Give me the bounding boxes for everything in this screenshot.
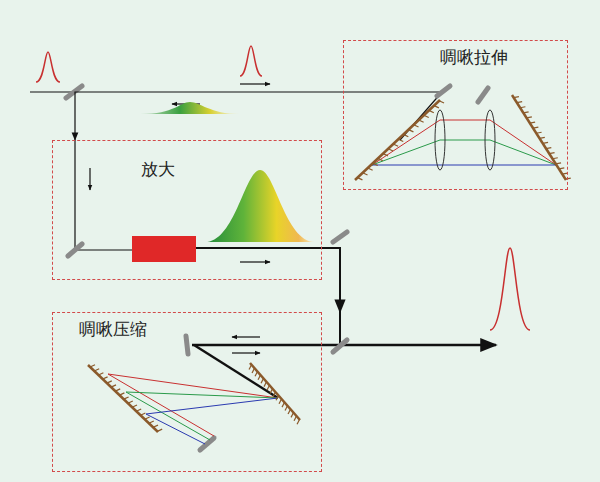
grating-tooth	[546, 147, 551, 149]
amplifier-box: 放大	[52, 140, 322, 280]
stretcher-box: 啁啾拉伸	[343, 40, 568, 190]
grating-tooth	[393, 144, 398, 146]
beam-lines	[30, 92, 496, 398]
grating-tooth	[520, 106, 525, 108]
grating-tooth	[115, 389, 120, 391]
grating-tooth	[414, 125, 419, 127]
grating-tooth	[145, 417, 150, 419]
grating-tooth	[149, 421, 154, 423]
grating-tooth	[249, 365, 251, 370]
grating-tooth	[398, 139, 403, 141]
gain-medium	[132, 236, 196, 262]
grating-tooth	[556, 162, 561, 164]
grating-tooth	[276, 395, 278, 400]
grating-tooth	[258, 375, 260, 380]
grating-line	[250, 363, 300, 420]
grating-line	[512, 95, 566, 180]
grating-tooth	[267, 385, 269, 390]
grating-tooth	[378, 158, 383, 160]
grating-tooth	[388, 149, 393, 151]
grating-tooth	[549, 152, 554, 154]
box-heading: 啁啾拉伸	[440, 47, 508, 67]
grating-tooth	[157, 429, 162, 431]
box-heading: 啁啾压缩	[79, 319, 147, 339]
grating-tooth	[409, 130, 414, 132]
grating-tooth	[120, 393, 125, 395]
grating-tooth	[132, 405, 137, 407]
grating-tooth	[517, 101, 522, 103]
grating-tooth	[368, 168, 373, 170]
grating-tooth	[523, 111, 528, 113]
grating-tooth	[297, 419, 299, 424]
grating-tooth	[103, 377, 108, 379]
compressor-box: 啁啾压缩	[52, 312, 322, 472]
gratings	[88, 95, 571, 432]
grating-tooth	[403, 134, 408, 136]
grating-tooth	[358, 178, 363, 180]
grating-tooth	[282, 402, 284, 407]
grating-tooth	[288, 409, 290, 414]
grating-tooth	[255, 372, 257, 377]
grating-tooth	[291, 413, 293, 418]
grating-line	[88, 365, 158, 432]
grating-tooth	[562, 172, 567, 174]
grating-tooth	[153, 425, 158, 427]
grating-tooth	[128, 401, 133, 403]
beam-path	[322, 248, 340, 312]
grating-tooth	[424, 115, 429, 117]
grating-tooth	[99, 373, 104, 375]
grating-tooth	[514, 96, 519, 98]
grating-tooth	[565, 178, 570, 180]
pulses	[36, 46, 530, 330]
grating-tooth	[273, 392, 275, 397]
grating-tooth	[270, 389, 272, 394]
grating-tooth	[94, 369, 99, 371]
grating-tooth	[530, 121, 535, 123]
grating-tooth	[252, 368, 254, 373]
grating-tooth	[429, 110, 434, 112]
rays	[108, 110, 556, 444]
grating-line	[355, 100, 440, 180]
beam-path	[75, 92, 343, 140]
grating-tooth	[141, 413, 146, 415]
grating-tooth	[111, 385, 116, 387]
grating-tooth	[543, 142, 548, 144]
grating-tooth	[540, 137, 545, 139]
grating-tooth	[536, 132, 541, 134]
grating-tooth	[439, 101, 444, 103]
grating-tooth	[559, 167, 564, 169]
grating-tooth	[264, 382, 266, 387]
grating-tooth	[294, 416, 296, 421]
grating-tooth	[124, 397, 129, 399]
grating-tooth	[419, 120, 424, 122]
grating-tooth	[533, 127, 538, 129]
grating-tooth	[434, 106, 439, 108]
grating-tooth	[383, 154, 388, 156]
grating-tooth	[553, 157, 558, 159]
grating-tooth	[136, 409, 141, 411]
grating-tooth	[279, 399, 281, 404]
grating-tooth	[90, 365, 95, 367]
grating-tooth	[363, 173, 368, 175]
grating-tooth	[285, 406, 287, 411]
grating-tooth	[107, 381, 112, 383]
grating-tooth	[373, 163, 378, 165]
grating-tooth	[527, 116, 532, 118]
grating-tooth	[261, 378, 263, 383]
box-heading: 放大	[141, 159, 175, 179]
